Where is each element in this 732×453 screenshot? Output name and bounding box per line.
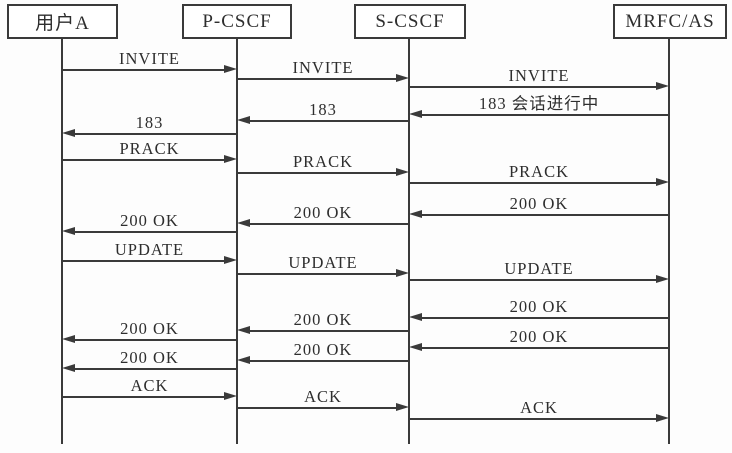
message-label: UPDATE	[504, 259, 574, 278]
message-label: PRACK	[292, 152, 354, 171]
message-line-scscf-to-mrfc	[409, 86, 658, 88]
arrowhead-left-icon	[237, 116, 250, 124]
lifeline-scscf	[408, 39, 410, 444]
message-line-scscf-to-mrfc	[409, 182, 658, 184]
arrowhead-right-icon	[224, 392, 237, 400]
participant-label-scscf: S-CSCF	[375, 10, 445, 32]
arrowhead-left-icon	[409, 343, 422, 351]
arrowhead-right-icon	[224, 256, 237, 264]
arrowhead-left-icon	[409, 110, 422, 118]
message-label: 200 OK	[120, 211, 179, 230]
participant-box-pcscf: P-CSCF	[182, 4, 292, 39]
message-label: ACK	[520, 398, 558, 417]
lifeline-userA	[61, 39, 63, 444]
message-label: INVITE	[119, 49, 180, 68]
arrowhead-right-icon	[224, 65, 237, 73]
message-line-mrfc-to-scscf	[420, 114, 669, 116]
message-line-mrfc-to-scscf	[420, 317, 669, 319]
message-label: INVITE	[292, 58, 354, 77]
message-label: ACK	[130, 376, 169, 395]
message-label: INVITE	[508, 66, 570, 85]
message-line-pcscf-to-userA	[73, 368, 237, 370]
message-line-scscf-to-pcscf	[248, 360, 409, 362]
message-label: 200 OK	[293, 310, 353, 329]
arrowhead-right-icon	[656, 178, 669, 186]
message-line-pcscf-to-userA	[73, 339, 237, 341]
message-line-scscf-to-pcscf	[248, 330, 409, 332]
participant-label-userA: 用户A	[35, 13, 90, 34]
arrowhead-right-icon	[656, 82, 669, 90]
message-line-mrfc-to-scscf	[420, 347, 669, 349]
message-label: 183	[135, 113, 164, 132]
lifeline-pcscf	[236, 39, 238, 444]
message-line-pcscf-to-scscf	[237, 407, 398, 409]
message-label: UPDATE	[288, 253, 358, 272]
message-line-mrfc-to-scscf	[420, 214, 669, 216]
message-label: ACK	[304, 387, 342, 406]
arrowhead-right-icon	[396, 74, 409, 82]
message-line-pcscf-to-scscf	[237, 78, 398, 80]
arrowhead-left-icon	[62, 227, 75, 235]
arrowhead-left-icon	[409, 210, 422, 218]
message-line-scscf-to-pcscf	[248, 120, 409, 122]
message-line-pcscf-to-userA	[73, 231, 237, 233]
arrowhead-left-icon	[237, 326, 250, 334]
message-line-userA-to-pcscf	[62, 69, 226, 71]
arrowhead-left-icon	[237, 219, 250, 227]
participant-label-mrfc: MRFC/AS	[625, 10, 715, 32]
message-line-userA-to-pcscf	[62, 159, 226, 161]
message-label: UPDATE	[114, 240, 185, 259]
message-line-userA-to-pcscf	[62, 260, 226, 262]
arrowhead-right-icon	[396, 269, 409, 277]
participant-box-userA: 用户A	[7, 4, 118, 39]
message-line-pcscf-to-scscf	[237, 172, 398, 174]
message-label: 200 OK	[293, 340, 353, 359]
message-label: PRACK	[119, 139, 180, 158]
message-line-pcscf-to-userA	[73, 133, 237, 135]
message-line-scscf-to-pcscf	[248, 223, 409, 225]
message-label: 200 OK	[509, 194, 569, 213]
participant-label-pcscf: P-CSCF	[202, 10, 272, 32]
message-line-userA-to-pcscf	[62, 396, 226, 398]
arrowhead-right-icon	[396, 403, 409, 411]
lifeline-mrfc	[668, 39, 670, 444]
message-label: 200 OK	[509, 297, 569, 316]
arrowhead-left-icon	[62, 364, 75, 372]
message-label: 183 会话进行中	[478, 94, 600, 113]
arrowhead-left-icon	[237, 356, 250, 364]
message-label: PRACK	[508, 162, 570, 181]
message-label: 200 OK	[120, 348, 179, 367]
message-label: 183	[309, 100, 337, 119]
participant-box-scscf: S-CSCF	[354, 4, 466, 39]
arrowhead-left-icon	[409, 313, 422, 321]
message-line-pcscf-to-scscf	[237, 273, 398, 275]
arrowhead-right-icon	[656, 275, 669, 283]
message-label: 200 OK	[293, 203, 353, 222]
participant-box-mrfc: MRFC/AS	[613, 4, 727, 39]
arrowhead-left-icon	[62, 129, 75, 137]
message-label: 200 OK	[120, 319, 179, 338]
message-line-scscf-to-mrfc	[409, 418, 658, 420]
arrowhead-right-icon	[396, 168, 409, 176]
arrowhead-right-icon	[224, 155, 237, 163]
arrowhead-left-icon	[62, 335, 75, 343]
message-label: 200 OK	[509, 327, 569, 346]
arrowhead-right-icon	[656, 414, 669, 422]
message-line-scscf-to-mrfc	[409, 279, 658, 281]
